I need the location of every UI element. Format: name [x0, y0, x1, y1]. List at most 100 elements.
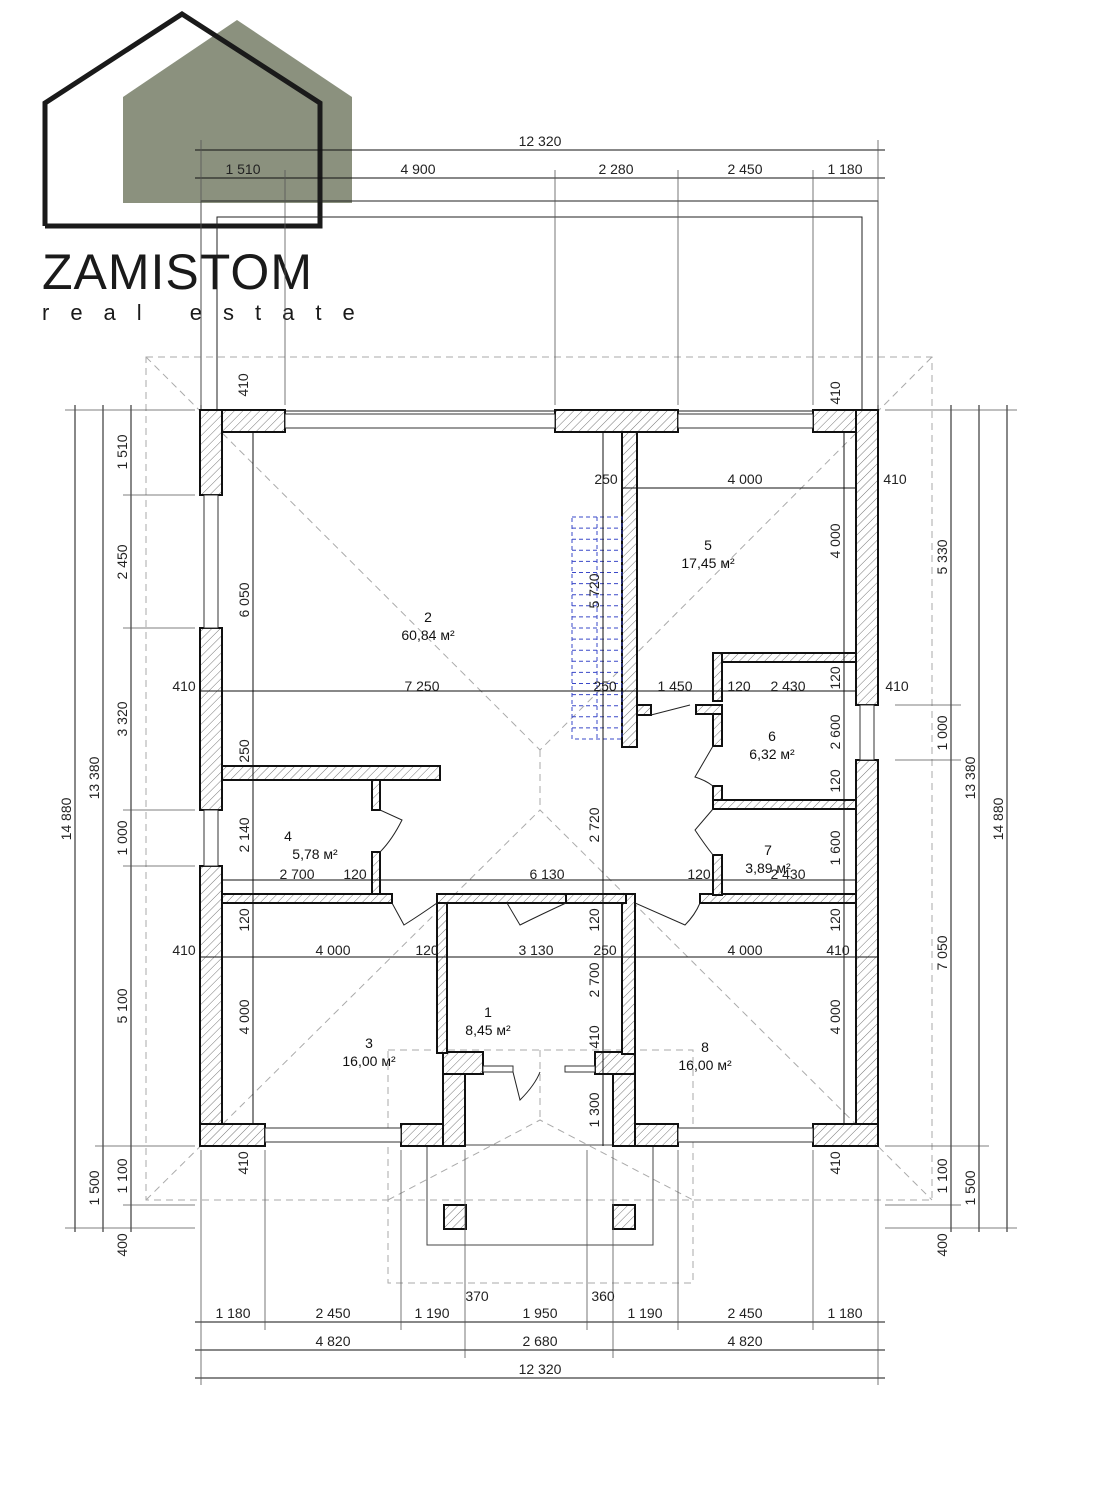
dimension-lines — [65, 140, 1017, 1385]
dim-label: 120 — [687, 866, 711, 882]
dim-label: 14 880 — [58, 797, 74, 840]
room-area: 17,45 м² — [681, 555, 735, 571]
dim-label: 400 — [934, 1233, 950, 1257]
dim-label: 250 — [593, 942, 617, 958]
dim-label: 2 430 — [770, 678, 805, 694]
room-number: 2 — [424, 609, 432, 625]
dim-label: 4 000 — [727, 942, 762, 958]
logo-subtitle: real estate — [42, 300, 376, 325]
dim-label: 120 — [343, 866, 367, 882]
dim-label: 7 050 — [934, 935, 950, 970]
dims-right: 14 880 13 380 5 330 1 000 7 050 1 100 1 … — [934, 539, 1006, 1256]
dim-label: 2 140 — [236, 817, 252, 852]
dim-label: 1 500 — [962, 1170, 978, 1205]
dim-label: 2 280 — [598, 161, 633, 177]
dim-label: 1 100 — [114, 1158, 130, 1193]
dim-label: 2 700 — [279, 866, 314, 882]
dim-label: 3 130 — [518, 942, 553, 958]
dims-left: 14 880 13 380 1 510 2 450 3 320 1 000 5 … — [58, 434, 130, 1256]
dim-label: 4 000 — [827, 999, 843, 1034]
room-area: 60,84 м² — [401, 627, 455, 643]
dim-label: 120 — [236, 908, 252, 932]
dim-label: 6 050 — [236, 582, 252, 617]
dim-label: 2 450 — [727, 161, 762, 177]
dim-label: 120 — [827, 908, 843, 932]
dim-label: 360 — [591, 1288, 615, 1304]
dim-label: 14 880 — [990, 797, 1006, 840]
dims-top: 12 320 1 510 4 900 2 280 2 450 1 180 410… — [225, 133, 862, 405]
dim-label: 2 680 — [522, 1333, 557, 1349]
dim-label: 6 130 — [529, 866, 564, 882]
dim-label: 4 000 — [727, 471, 762, 487]
staircase — [571, 516, 623, 740]
dim-label: 2 600 — [827, 714, 843, 749]
dim-label: 12 320 — [519, 133, 562, 149]
dim-label: 7 250 — [404, 678, 439, 694]
dim-label: 1 450 — [657, 678, 692, 694]
dim-label: 370 — [465, 1288, 489, 1304]
dim-label: 120 — [827, 666, 843, 690]
dim-label: 120 — [827, 769, 843, 793]
room-area: 8,45 м² — [465, 1022, 511, 1038]
dim-label: 4 000 — [315, 942, 350, 958]
dim-label: 4 900 — [400, 161, 435, 177]
dim-label: 410 — [235, 1151, 251, 1175]
room-number: 5 — [704, 537, 712, 553]
dim-label: 410 — [826, 942, 850, 958]
dim-label: 1 600 — [827, 830, 843, 865]
doors — [379, 704, 714, 1101]
dim-label: 1 190 — [414, 1305, 449, 1321]
dim-label: 250 — [593, 678, 617, 694]
dim-label: 1 950 — [522, 1305, 557, 1321]
room-number: 1 — [484, 1004, 492, 1020]
dim-label: 3 320 — [114, 701, 130, 736]
dim-label: 120 — [727, 678, 751, 694]
dim-label: 410 — [172, 942, 196, 958]
dim-label: 5 720 — [586, 573, 602, 608]
dim-label: 2 430 — [770, 866, 805, 882]
dim-label: 2 700 — [586, 962, 602, 997]
dim-label: 250 — [236, 739, 252, 763]
walls — [199, 409, 879, 1147]
dim-label: 2 450 — [114, 544, 130, 579]
room-number: 3 — [365, 1035, 373, 1051]
dim-label: 1 100 — [934, 1158, 950, 1193]
dim-label: 410 — [172, 678, 196, 694]
dims-interior: 250 4 000 410 4 000 5 720 6 050 410 7 25… — [172, 471, 909, 1128]
dim-label: 1 180 — [215, 1305, 250, 1321]
dim-label: 410 — [235, 373, 251, 397]
dim-label: 410 — [586, 1025, 602, 1049]
dim-label: 1 000 — [114, 820, 130, 855]
room-number: 6 — [768, 728, 776, 744]
logo-accent-shape — [123, 20, 352, 203]
dim-label: 1 300 — [586, 1092, 602, 1127]
dim-label: 410 — [827, 1151, 843, 1175]
dim-label: 2 450 — [315, 1305, 350, 1321]
dim-label: 120 — [586, 908, 602, 932]
room-area: 16,00 м² — [678, 1057, 732, 1073]
dim-label: 120 — [415, 942, 439, 958]
dim-label: 4 820 — [315, 1333, 350, 1349]
dim-label: 410 — [883, 471, 907, 487]
room-area: 16,00 м² — [342, 1053, 396, 1069]
dim-label: 250 — [594, 471, 618, 487]
windows — [203, 413, 875, 1143]
dim-label: 13 380 — [962, 756, 978, 799]
dim-label: 4 000 — [827, 523, 843, 558]
dim-label: 4 000 — [236, 999, 252, 1034]
dim-label: 2 450 — [727, 1305, 762, 1321]
dim-label: 410 — [827, 381, 843, 405]
dim-label: 5 330 — [934, 539, 950, 574]
dim-label: 1 190 — [627, 1305, 662, 1321]
room-labels: 1 8,45 м² 2 60,84 м² 3 16,00 м² 4 5,78 м… — [284, 537, 795, 1073]
porch — [426, 1144, 654, 1246]
dim-label: 1 000 — [934, 715, 950, 750]
room-number: 4 — [284, 828, 292, 844]
dim-label: 1 180 — [827, 161, 862, 177]
dim-label: 13 380 — [86, 756, 102, 799]
dim-label: 1 510 — [225, 161, 260, 177]
room-area: 3,89 м² — [745, 860, 791, 876]
dim-label: 4 820 — [727, 1333, 762, 1349]
logo: ZAMISTOM real estate — [42, 11, 376, 325]
